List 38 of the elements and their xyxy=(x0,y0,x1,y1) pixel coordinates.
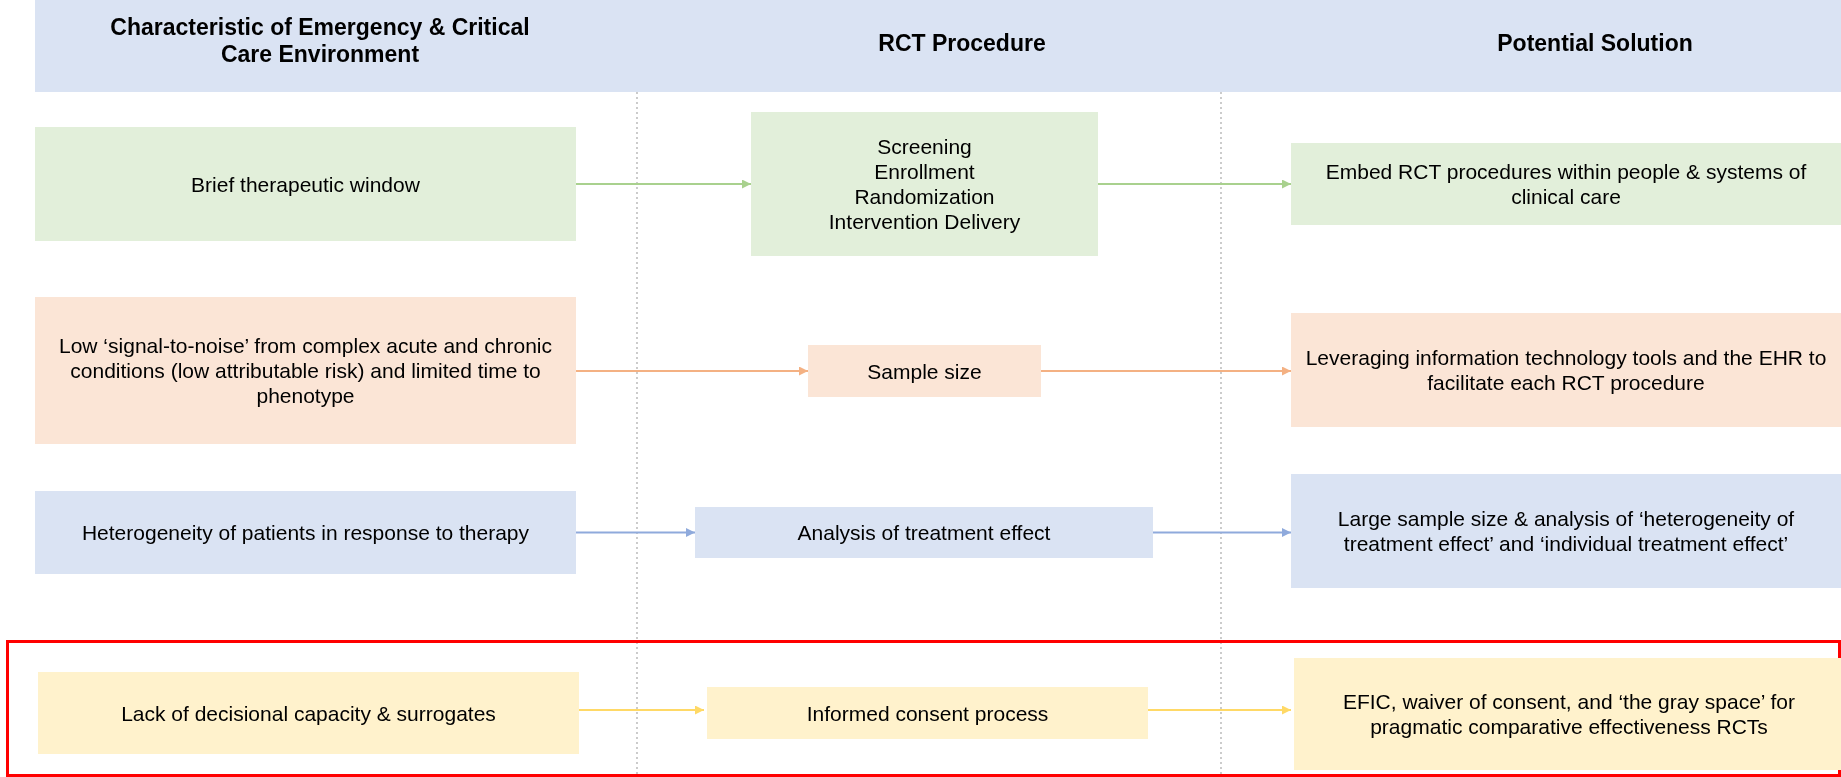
process-box xyxy=(1294,658,1841,770)
arrow xyxy=(575,366,809,376)
node-text: Randomization xyxy=(853,184,996,209)
process-box xyxy=(695,507,1153,558)
node-text: Embed RCT procedures within people & systems of clinical care xyxy=(1324,159,1808,209)
process-box xyxy=(35,491,576,574)
node-text: EFIC, waiver of consent, and ‘the gray space’ for pragmatic comparative effectiveness RCTs xyxy=(1341,689,1797,739)
process-box xyxy=(1291,143,1841,225)
header-band xyxy=(35,0,1841,92)
column-heading: RCT Procedure xyxy=(877,30,1047,57)
node-text: Lack of decisional capacity & surrogates xyxy=(120,700,497,726)
arrow xyxy=(575,528,696,537)
process-box xyxy=(1291,313,1841,427)
node-text: Leveraging information technology tools and the EHR to facilitate each RCT procedure xyxy=(1304,345,1828,395)
node-text: Sample size xyxy=(866,358,983,384)
highlight-frame xyxy=(6,640,1841,777)
node-text: Enrollment xyxy=(873,159,976,184)
node-text: Analysis of treatment effect xyxy=(796,520,1052,545)
node-text: Large sample size & analysis of ‘heterogeneity of treatment effect’ and ‘individual treatment effect’ xyxy=(1336,506,1796,556)
node-text: Heterogeneity of patients in response to therapy xyxy=(80,520,531,545)
process-box xyxy=(751,112,1098,256)
process-box xyxy=(808,345,1041,397)
process-box xyxy=(707,687,1148,739)
node-text: Low ‘signal-to-noise’ from complex acute and chronic conditions (low attributable risk) and limited time to phenotype xyxy=(58,333,553,408)
arrow xyxy=(1152,528,1292,537)
node-text: Informed consent process xyxy=(805,700,1050,726)
arrow xyxy=(575,179,752,189)
node-text: Screening xyxy=(876,134,973,159)
process-box xyxy=(38,672,579,754)
node-text: Brief therapeutic window xyxy=(190,171,421,197)
node-text: Intervention Delivery xyxy=(827,209,1022,234)
column-heading: Potential Solution xyxy=(1496,30,1694,57)
process-box xyxy=(35,297,576,444)
arrow xyxy=(1040,366,1292,376)
arrow xyxy=(1097,179,1292,189)
process-box xyxy=(35,127,576,241)
column-heading: Characteristic of Emergency & Critical Care Environment xyxy=(109,14,531,68)
process-box xyxy=(1291,474,1841,588)
